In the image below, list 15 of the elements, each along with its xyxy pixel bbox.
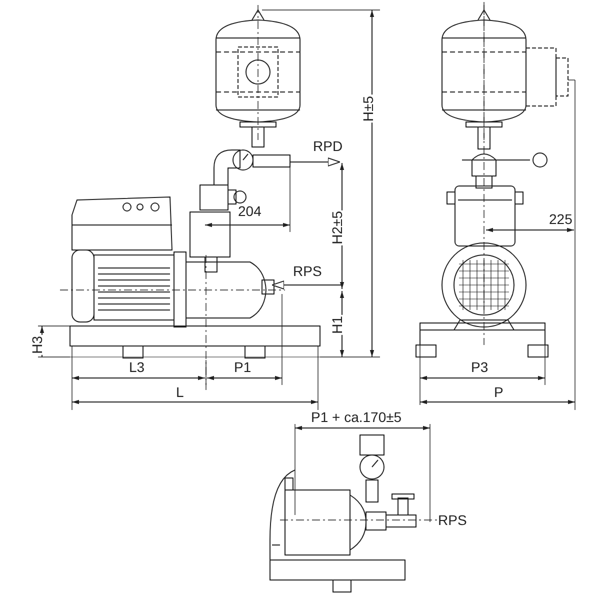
dimension-label: 225 — [548, 212, 574, 227]
dimension-label: H2±5 — [330, 210, 345, 246]
dimension-label: P — [493, 385, 504, 400]
dimension-label: P1 — [233, 360, 252, 375]
dimension-label: L — [175, 385, 185, 400]
dimension-label: L3 — [128, 360, 146, 375]
dimension-label: RPS — [292, 264, 323, 279]
dimension-label: RPD — [312, 139, 344, 154]
dimension-label: H±5 — [361, 95, 376, 123]
dimension-label: P1 + ca.170±5 — [310, 410, 403, 425]
dimension-label: H1 — [330, 315, 345, 335]
dimension-label: RPS — [437, 513, 468, 528]
dimension-label: H3 — [30, 335, 45, 355]
dimension-label: 204 — [237, 204, 262, 219]
dimension-label: P3 — [470, 360, 490, 375]
